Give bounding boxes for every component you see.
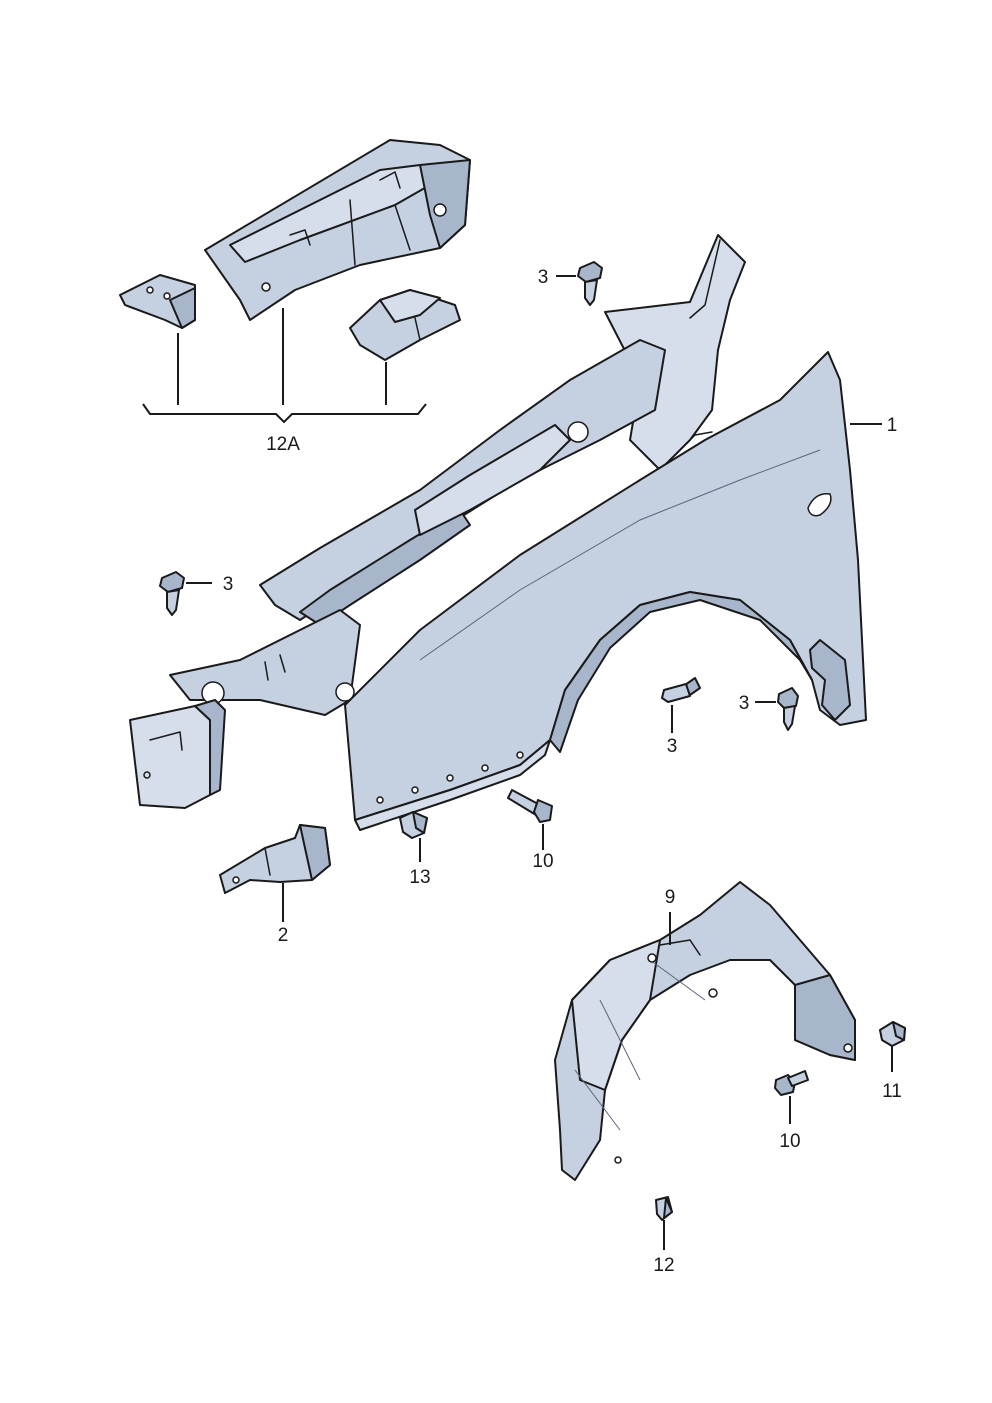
clip-11: 11 xyxy=(879,1021,906,1102)
callout-10-upper: 10 xyxy=(532,851,553,872)
front-fender: 1 xyxy=(344,351,898,831)
clip-nut-13: 13 xyxy=(399,811,431,888)
callout-11: 11 xyxy=(882,1081,902,1102)
bolt-3-right: 3 xyxy=(739,687,799,731)
callout-3-right: 3 xyxy=(739,693,750,714)
callout-10-lower: 10 xyxy=(779,1131,800,1152)
screw-10-upper: 10 xyxy=(507,789,554,872)
group-brace-12a xyxy=(142,403,427,424)
callout-3-upper: 3 xyxy=(538,267,549,288)
callout-12: 12 xyxy=(653,1255,674,1276)
bolt-3-upper: 3 xyxy=(538,261,603,306)
callout-2: 2 xyxy=(278,925,289,946)
bracket-set-12a: 12A xyxy=(119,139,471,455)
bolt-3-left: 3 xyxy=(159,571,234,616)
bolt-3-center: 3 xyxy=(661,677,701,757)
callout-9: 9 xyxy=(665,887,676,908)
mounting-bracket-2: 2 xyxy=(219,824,331,946)
callout-13: 13 xyxy=(409,867,430,888)
callout-1: 1 xyxy=(887,415,898,436)
callout-3-center: 3 xyxy=(667,736,678,757)
inner-apron-panel xyxy=(129,234,746,809)
clip-12: 12 xyxy=(653,1196,675,1276)
screw-10-lower: 10 xyxy=(774,1070,809,1152)
wheel-housing-liner-9: 9 xyxy=(554,881,856,1181)
callout-3-left: 3 xyxy=(223,574,234,595)
callout-12a: 12A xyxy=(266,434,300,455)
